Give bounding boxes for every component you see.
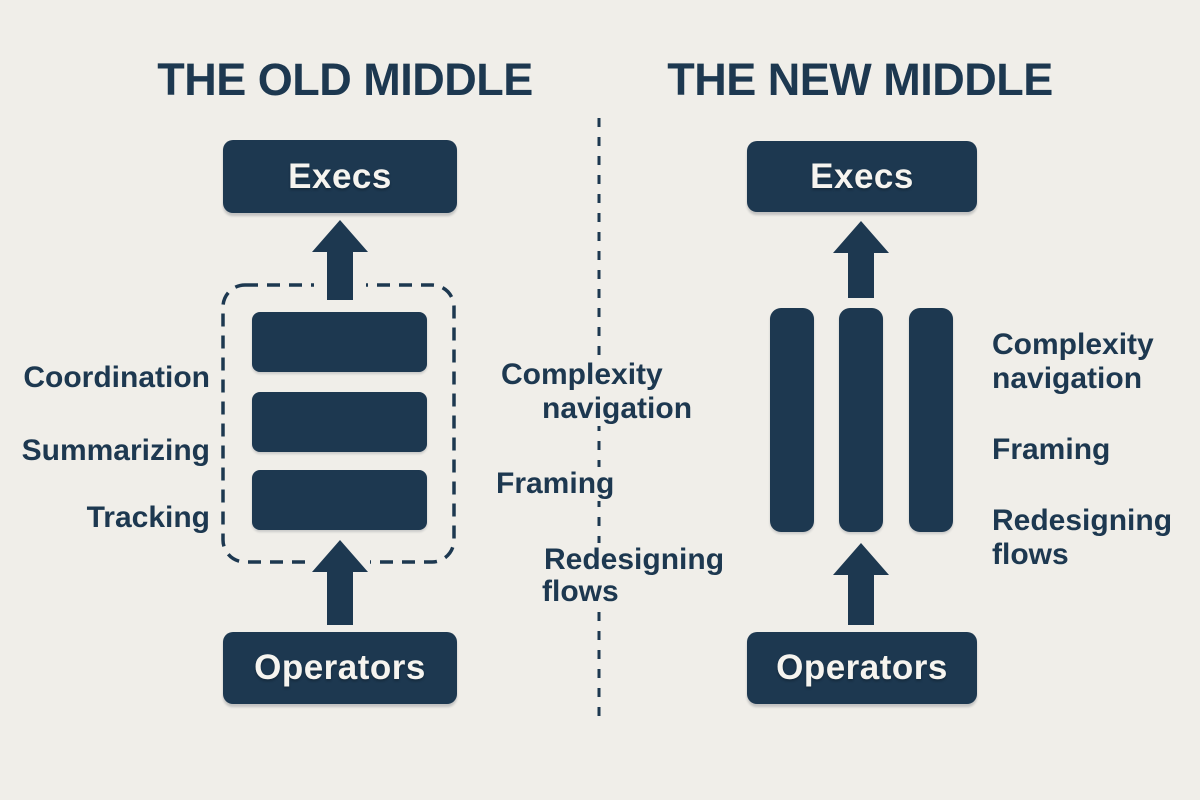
arrow-shaft	[327, 252, 353, 300]
arrow-shaft	[327, 572, 353, 625]
left-execs-box: Execs	[223, 140, 457, 213]
label-framing: Framing	[992, 433, 1111, 466]
old-middle-bar-2	[252, 392, 427, 452]
arrow-shaft	[848, 253, 874, 298]
left-arrow-middle-to-execs-icon	[312, 220, 368, 300]
right-execs-box: Execs	[747, 141, 977, 212]
right-arrow-operators-to-middle-icon	[833, 543, 889, 625]
new-middle-bar-1	[770, 308, 814, 532]
mid-note-redesigning: Redesigning	[538, 543, 731, 577]
arrow-shaft	[848, 575, 874, 625]
arrow-head	[312, 540, 368, 572]
new-middle-bar-3	[909, 308, 953, 532]
old-middle-bar-1	[252, 312, 427, 372]
left-execs-label: Execs	[288, 156, 392, 196]
arrow-head	[312, 220, 368, 252]
label-redesigning-flows: Redesigning flows	[992, 504, 1173, 571]
left-operators-label: Operators	[254, 648, 426, 687]
right-arrow-middle-to-execs-icon	[833, 221, 889, 298]
left-arrow-operators-to-middle-icon	[312, 540, 368, 625]
old-middle-title: THE OLD MIDDLE	[157, 54, 533, 105]
mid-note-navigation: navigation	[536, 392, 699, 426]
label-complexity-navigation: Complexity navigation	[992, 328, 1154, 395]
mid-note-flows: flows	[536, 575, 625, 609]
label-coordination: Coordination	[23, 361, 210, 394]
right-execs-label: Execs	[810, 156, 914, 196]
mid-note-complexity: Complexity	[495, 358, 669, 392]
mid-note-framing: Framing	[490, 467, 621, 501]
right-operators-label: Operators	[776, 648, 948, 687]
arrow-head	[833, 543, 889, 575]
left-operators-box: Operators	[223, 632, 457, 704]
new-middle-title: THE NEW MIDDLE	[667, 54, 1053, 105]
right-operators-box: Operators	[747, 632, 977, 704]
divider-dashed-line-icon	[597, 118, 601, 722]
arrow-head	[833, 221, 889, 253]
old-middle-bar-3	[252, 470, 427, 530]
new-middle-bar-2	[839, 308, 883, 532]
label-summarizing: Summarizing	[21, 434, 210, 467]
label-tracking: Tracking	[86, 501, 210, 534]
